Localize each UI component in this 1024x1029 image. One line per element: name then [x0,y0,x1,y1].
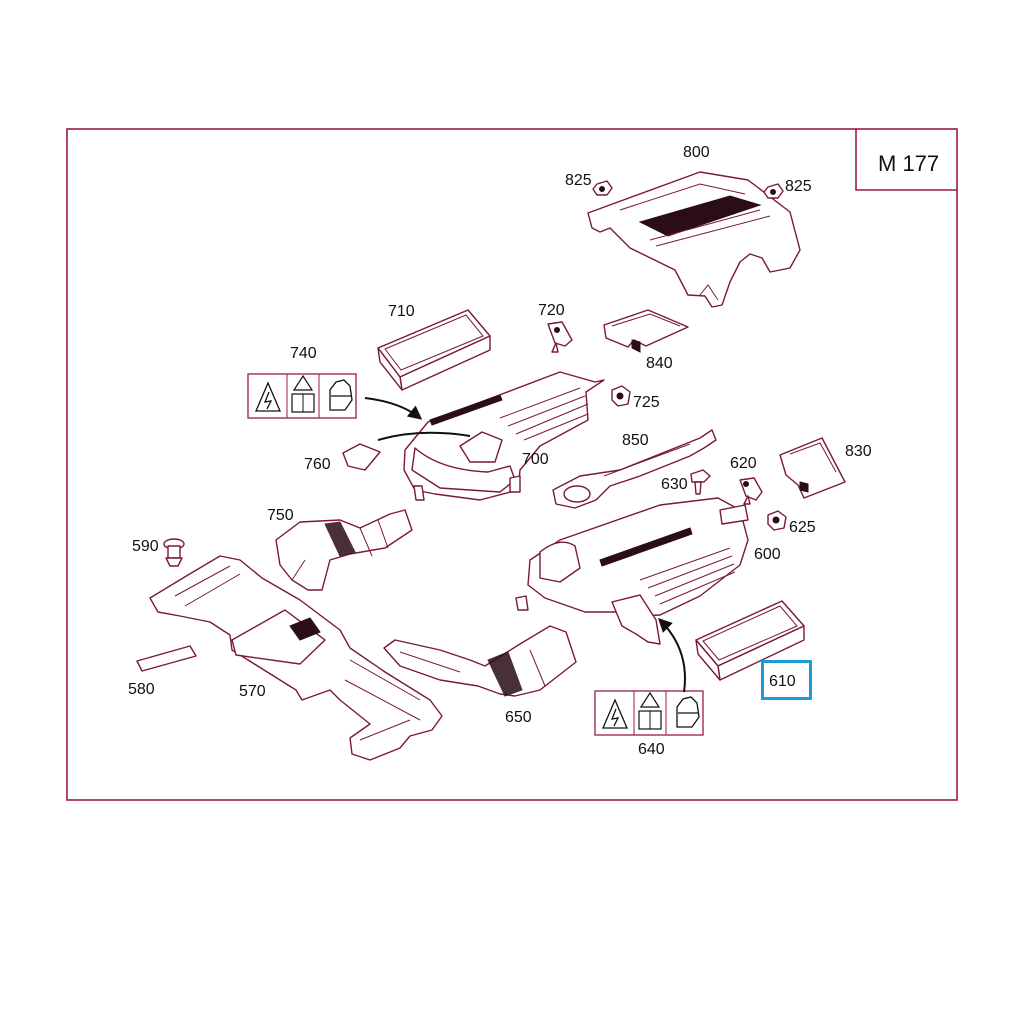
label-740: 740 [290,345,317,362]
label-840: 840 [646,355,673,372]
part-630-clip[interactable] [690,469,711,495]
part-590-clip[interactable] [163,538,185,567]
part-840-cover[interactable] [603,309,689,353]
part-740-warning-label[interactable] [247,373,357,419]
label-600: 600 [754,546,781,563]
part-725-nut[interactable] [611,385,631,407]
label-760: 760 [304,456,331,473]
part-650-intake-duct[interactable] [383,625,577,697]
label-825-left: 825 [565,172,592,189]
arrow-740 [364,397,423,420]
label-610: 610 [769,673,796,690]
label-650: 650 [505,709,532,726]
label-580: 580 [128,681,155,698]
label-640: 640 [638,741,665,758]
label-750: 750 [267,507,294,524]
part-720-sensor[interactable] [547,321,573,353]
part-580-label[interactable] [136,645,197,672]
label-700: 700 [522,451,549,468]
label-710: 710 [388,303,415,320]
part-700-air-box[interactable] [377,371,605,501]
label-800: 800 [683,144,710,161]
model-label: M 177 [878,151,940,176]
part-625-nut[interactable] [767,510,787,531]
part-850-bracket[interactable] [552,429,717,509]
label-625: 625 [789,519,816,536]
part-610-air-filter[interactable] [695,600,805,681]
part-600-air-box[interactable] [515,497,749,645]
label-590: 590 [132,538,159,555]
part-825-nut-left[interactable] [592,180,613,196]
part-620-sensor[interactable] [739,477,763,505]
label-630: 630 [661,476,688,493]
arrow-640 [658,618,686,693]
part-710-air-filter[interactable] [377,309,491,391]
label-725: 725 [633,394,660,411]
part-800-engine-cover[interactable] [587,171,801,308]
label-830: 830 [845,443,872,460]
diagram-frame [66,128,958,801]
label-570: 570 [239,683,266,700]
part-640-warning-label[interactable] [594,690,704,736]
part-760-label[interactable] [342,443,381,471]
part-825-nut-right[interactable] [763,183,784,199]
part-830-cover[interactable] [779,437,846,499]
part-750-intake-duct[interactable] [275,509,413,591]
highlight-box-610[interactable] [761,660,812,700]
label-850: 850 [622,432,649,449]
label-825-right: 825 [785,178,812,195]
label-720: 720 [538,302,565,319]
part-570-lower-bracket[interactable] [149,555,443,761]
label-620: 620 [730,455,757,472]
model-box [855,129,957,191]
